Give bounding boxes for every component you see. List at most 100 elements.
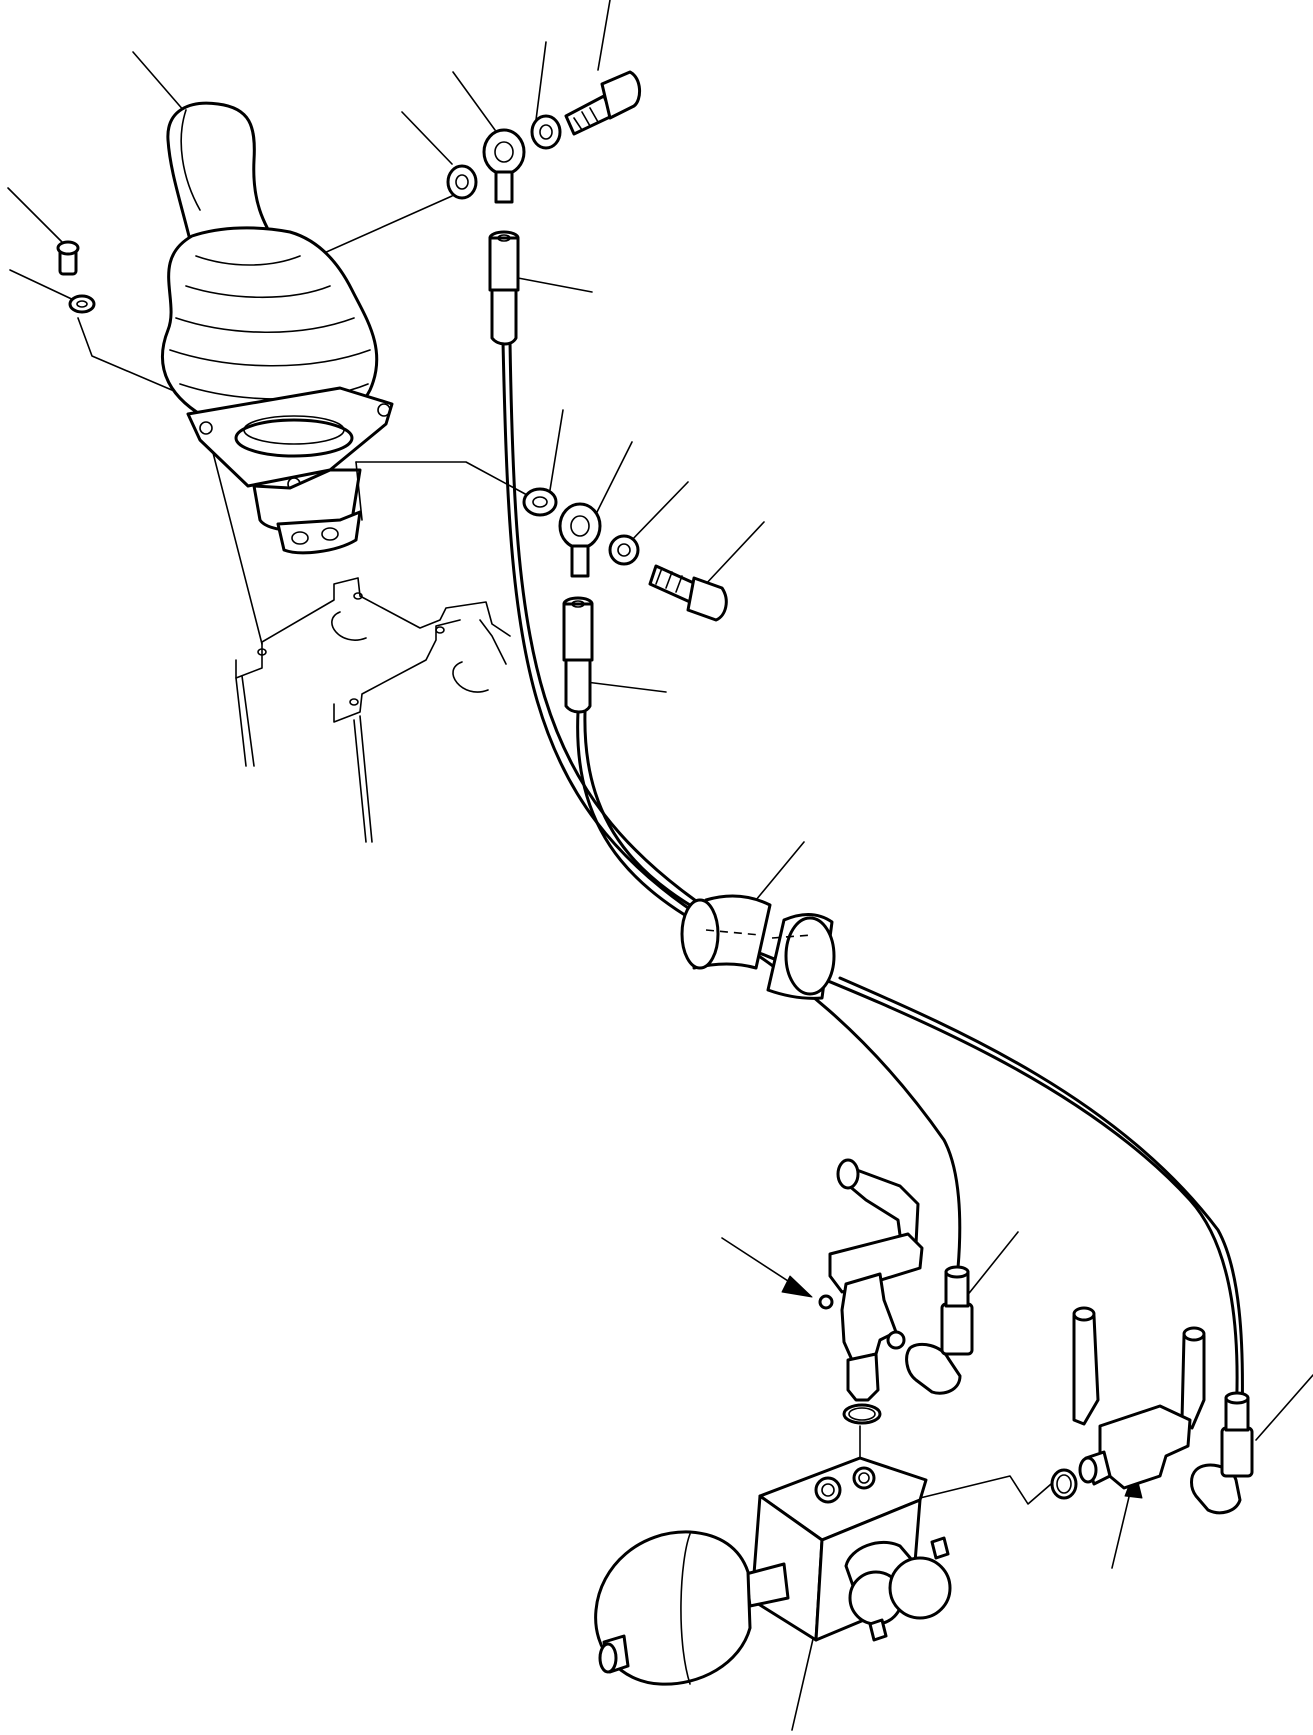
tee-valve-assembly bbox=[818, 1158, 974, 1425]
bracket-hole-1 bbox=[353, 592, 363, 600]
bracket-side bbox=[479, 619, 507, 665]
cross-body bbox=[1098, 1404, 1192, 1490]
hose-fitting-top-hole bbox=[497, 234, 511, 242]
hose-fitting-top-body bbox=[490, 288, 518, 346]
hose-end-far-right-nut bbox=[1220, 1426, 1254, 1478]
leader-hose-end-far-right bbox=[1255, 1374, 1313, 1441]
bracket-cutout-2 bbox=[452, 661, 489, 693]
bracket-hole-4 bbox=[349, 698, 359, 706]
socket-screw-left-head bbox=[56, 240, 80, 256]
solenoid-coil-2 bbox=[888, 1556, 952, 1620]
cross-right-pipe bbox=[1180, 1334, 1206, 1430]
joystick-assembly bbox=[160, 101, 394, 555]
bracket-hole-2 bbox=[257, 648, 267, 656]
bolt-mid-head bbox=[686, 576, 728, 622]
leader-banjo-top bbox=[452, 71, 496, 131]
tee-valve-crossbar bbox=[828, 1232, 924, 1294]
leader-washer-left bbox=[9, 269, 79, 303]
hose-mid bbox=[576, 710, 1239, 1420]
bracket-cutout-1 bbox=[331, 611, 367, 641]
bolt-top-thread bbox=[573, 107, 599, 131]
hose-end-right-nut bbox=[940, 1302, 974, 1356]
banjo-top-stem bbox=[494, 170, 514, 204]
leader-screw-left bbox=[7, 187, 69, 249]
accumulator-seam bbox=[680, 1533, 691, 1685]
boot-fold-3 bbox=[175, 317, 355, 334]
bracket-outline-left bbox=[235, 577, 511, 679]
bracket-lower-frame bbox=[333, 619, 461, 723]
oring-cross bbox=[1050, 1468, 1078, 1500]
oring-cross-inner bbox=[1056, 1474, 1072, 1494]
hose-fitting-top-nut bbox=[488, 236, 520, 292]
washer-mid-right-hole bbox=[617, 543, 631, 557]
assembly-line-washer-to-mount bbox=[77, 317, 263, 645]
port-1 bbox=[291, 531, 309, 545]
assembly-line-valve-to-oring bbox=[919, 1475, 1059, 1505]
joystick-port-block bbox=[276, 510, 362, 555]
sleeve-left-end bbox=[680, 898, 720, 970]
leader-hose-fitting-mid bbox=[585, 681, 667, 693]
leader-hose-end-right bbox=[961, 1231, 1019, 1303]
manifold-port-top-2 bbox=[852, 1466, 876, 1490]
solenoid-connector-1 bbox=[930, 1536, 950, 1560]
solenoid-connector-2 bbox=[868, 1618, 888, 1642]
hose-top bbox=[501, 340, 962, 1270]
washer-top-right bbox=[530, 114, 562, 150]
leader-hose-sleeve bbox=[755, 841, 805, 901]
joystick-collar-inner bbox=[243, 415, 345, 445]
joystick-grip-highlight bbox=[180, 109, 201, 211]
tee-valve-left-bolt bbox=[818, 1294, 834, 1310]
leader-bolt-top bbox=[597, 0, 611, 71]
accumulator-valve-end bbox=[598, 1642, 618, 1674]
leader-bolt-mid bbox=[703, 521, 765, 587]
tee-valve-stem bbox=[846, 1352, 880, 1402]
cross-fitting-assembly bbox=[1050, 1306, 1254, 1515]
hose-sleeves bbox=[680, 894, 836, 1000]
sleeve-left-hidden bbox=[705, 929, 761, 936]
flange-hole-2 bbox=[377, 403, 391, 417]
banjo-top-eye-hole bbox=[494, 141, 514, 163]
boot-fold-1 bbox=[195, 255, 301, 266]
accumulator-fitting bbox=[744, 1562, 790, 1608]
leader-washer-top-left bbox=[401, 111, 453, 165]
banjo-mid-eye bbox=[558, 502, 602, 550]
hose-top-inner bbox=[508, 340, 714, 914]
tee-valve-side-port bbox=[886, 1330, 906, 1350]
washer-left-hole bbox=[76, 300, 88, 308]
tee-elbow-fitting bbox=[905, 1342, 962, 1395]
arrowhead-tee-valve bbox=[781, 1275, 813, 1298]
bracket-hole-3 bbox=[435, 626, 445, 634]
left-screw-group bbox=[56, 240, 96, 314]
hose-end-right-top bbox=[944, 1265, 970, 1279]
bolt-top-head bbox=[600, 70, 641, 120]
flange-hole-1 bbox=[199, 421, 213, 435]
washer-top-left bbox=[446, 164, 478, 200]
bracket-vertical-left bbox=[235, 675, 255, 767]
hose-fitting-mid-hole bbox=[571, 600, 585, 608]
tee-valve-upper-pipe-end bbox=[836, 1158, 860, 1190]
hose-end-far-right-top bbox=[1224, 1391, 1250, 1405]
bracket-vertical-right bbox=[353, 715, 373, 843]
banjo-mid-stem bbox=[570, 544, 590, 578]
boot-fold-4 bbox=[169, 349, 371, 367]
hose-fitting-mid-body bbox=[564, 658, 592, 714]
banjo-top-eye bbox=[482, 128, 526, 176]
cross-left-pipe bbox=[1072, 1314, 1100, 1426]
manifold-port-top-2-inner bbox=[858, 1472, 870, 1484]
accumulator-sphere bbox=[594, 1530, 752, 1686]
sleeve-right-end bbox=[784, 916, 836, 996]
leader-washer-top-right bbox=[535, 41, 547, 121]
mid-banjo-group bbox=[522, 487, 728, 714]
top-banjo-group bbox=[446, 70, 641, 346]
washer-mid-left-hole bbox=[532, 496, 548, 508]
mounting-bracket bbox=[235, 577, 511, 843]
leader-washer-mid-left bbox=[549, 409, 564, 491]
bolt-mid-thread bbox=[655, 567, 683, 593]
cross-left-pipe-top bbox=[1072, 1306, 1096, 1322]
banjo-mid-eye-hole bbox=[570, 515, 590, 537]
hose-fitting-mid-nut bbox=[562, 602, 594, 662]
manifold-port-top-1-inner bbox=[821, 1483, 835, 1497]
hose-far-right-inner bbox=[838, 976, 1244, 1420]
washer-top-right-hole bbox=[539, 124, 553, 140]
manifold-port-top-1 bbox=[814, 1476, 842, 1504]
